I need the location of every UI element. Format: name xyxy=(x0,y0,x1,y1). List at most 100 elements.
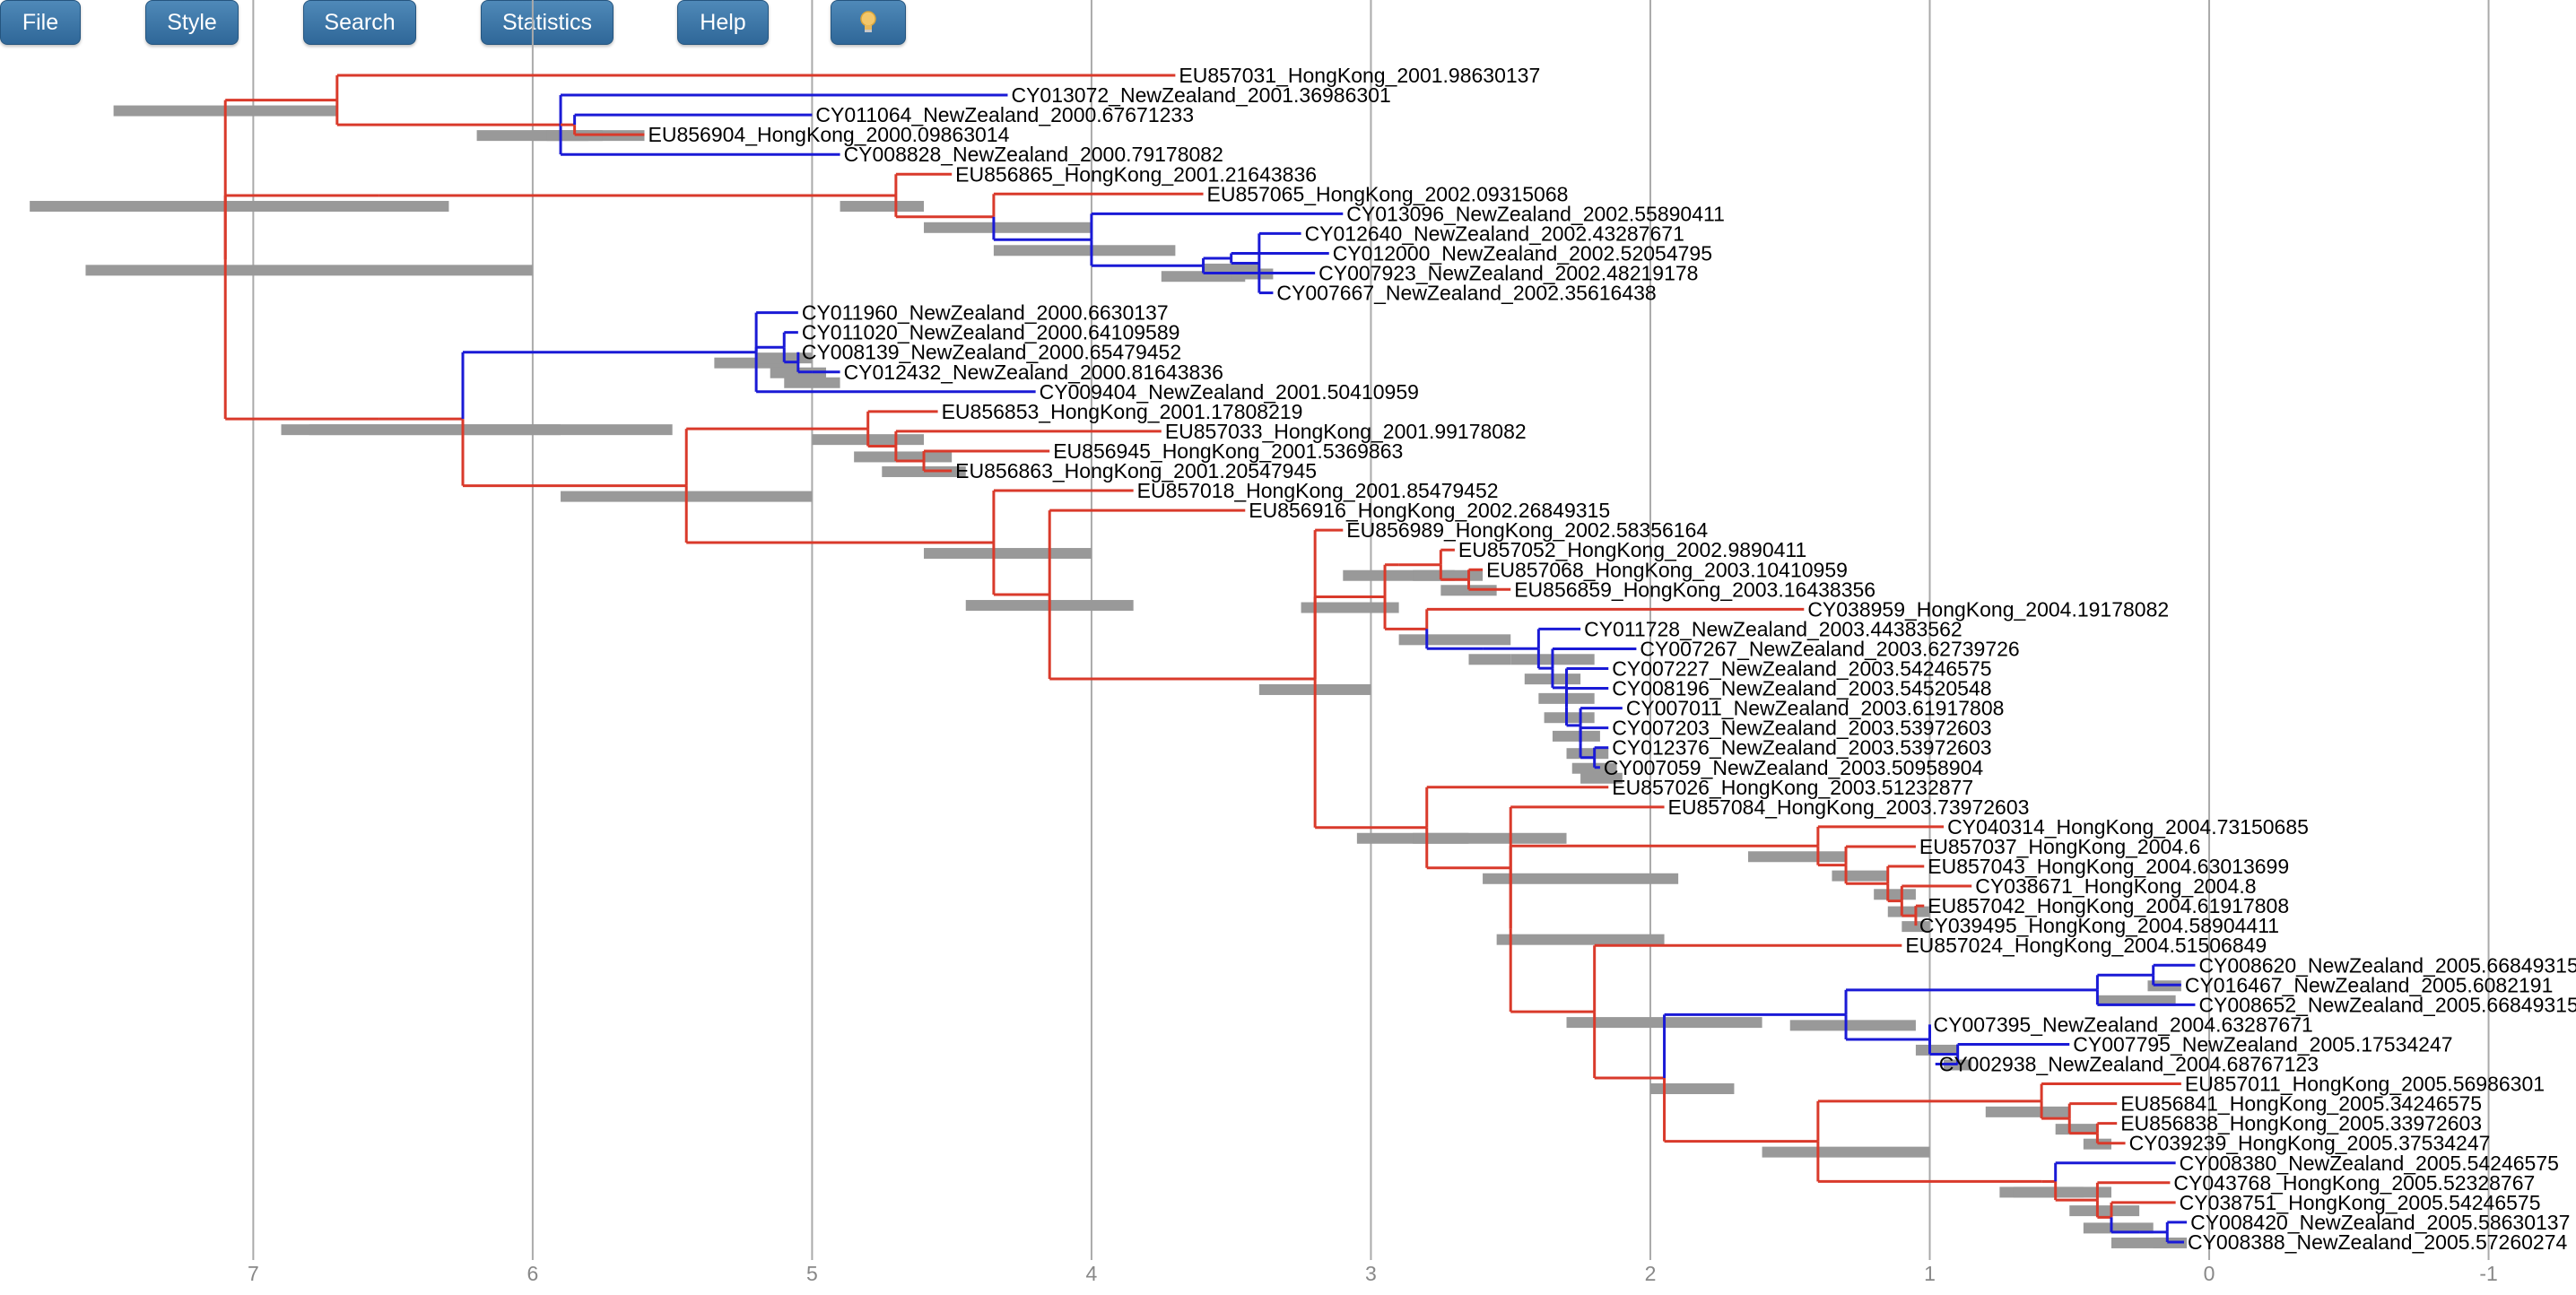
tip-label[interactable]: CY007395_NewZealand_2004.63287671 xyxy=(1934,1013,2313,1036)
tip-label[interactable]: EU857043_HongKong_2004.63013699 xyxy=(1928,855,2289,878)
hpd-bar xyxy=(784,377,840,388)
tip-label[interactable]: CY007059_NewZealand_2003.50958904 xyxy=(1604,756,1984,779)
axis-tick-label: 4 xyxy=(1086,1262,1098,1285)
tip-label[interactable]: CY011020_NewZealand_2000.64109589 xyxy=(802,321,1180,344)
idea-button[interactable] xyxy=(831,0,906,45)
tip-label[interactable]: CY007011_NewZealand_2003.61917808 xyxy=(1626,697,2005,720)
tip-label[interactable]: CY040314_HongKong_2004.73150685 xyxy=(1947,815,2309,839)
tip-label[interactable]: EU856863_HongKong_2001.20547945 xyxy=(955,459,1317,482)
tip-label[interactable]: CY011728_NewZealand_2003.44383562 xyxy=(1584,617,1962,640)
tip-label[interactable]: CY013072_NewZealand_2001.36986301 xyxy=(1011,83,1390,107)
tip-label[interactable]: EU856838_HongKong_2005.33972603 xyxy=(2120,1112,2482,1135)
tip-label[interactable]: CY038751_HongKong_2005.54246575 xyxy=(2180,1191,2541,1214)
tip-label[interactable]: EU856916_HongKong_2002.26849315 xyxy=(1249,499,1610,522)
tip-label[interactable]: CY007227_NewZealand_2003.54246575 xyxy=(1612,657,1991,681)
hpd-bar xyxy=(1789,1020,1916,1031)
tip-label[interactable]: EU857033_HongKong_2001.99178082 xyxy=(1165,420,1527,443)
tip-label[interactable]: CY008139_NewZealand_2000.65479452 xyxy=(802,341,1181,364)
hpd-bar xyxy=(1649,1083,1735,1095)
tip-label[interactable]: EU857018_HongKong_2001.85479452 xyxy=(1137,479,1499,502)
tip-label[interactable]: EU856841_HongKong_2005.34246575 xyxy=(2120,1092,2482,1116)
tip-label[interactable]: CY011960_NewZealand_2000.6630137 xyxy=(802,301,1169,325)
tip-label[interactable]: CY016467_NewZealand_2005.6082191 xyxy=(2185,973,2554,996)
tip-label[interactable]: CY007203_NewZealand_2003.53972603 xyxy=(1612,717,1991,740)
tip-label[interactable]: EU857065_HongKong_2002.09315068 xyxy=(1207,182,1569,205)
tip-label[interactable]: CY002938_NewZealand_2004.68767123 xyxy=(1939,1053,2319,1076)
tip-label[interactable]: EU857037_HongKong_2004.6 xyxy=(1919,835,2200,858)
tip-label[interactable]: EU856904_HongKong_2000.09863014 xyxy=(648,123,1010,146)
hpd-bar xyxy=(1915,1044,1958,1056)
tip-label[interactable]: CY008388_NewZealand_2005.57260274 xyxy=(2188,1230,2568,1254)
hpd-bar xyxy=(309,424,673,436)
tip-label[interactable]: CY038959_HongKong_2004.19178082 xyxy=(1807,597,2169,621)
tip-label[interactable]: EU857011_HongKong_2005.56986301 xyxy=(2185,1073,2545,1096)
hpd-bar xyxy=(1496,934,1665,945)
tip-label[interactable]: EU856945_HongKong_2001.5369863 xyxy=(1053,439,1403,463)
tip-label[interactable]: EU857031_HongKong_2001.98630137 xyxy=(1179,64,1540,87)
tip-label[interactable]: CY039239_HongKong_2005.37534247 xyxy=(2129,1132,2491,1155)
tip-label[interactable]: CY009404_NewZealand_2001.50410959 xyxy=(1040,380,1419,404)
hpd-bar xyxy=(924,222,1092,233)
tip-label[interactable]: CY007667_NewZealand_2002.35616438 xyxy=(1276,282,1656,305)
tip-label[interactable]: CY007923_NewZealand_2002.48219178 xyxy=(1318,262,1698,285)
tip-label[interactable]: CY011064_NewZealand_2000.67671233 xyxy=(815,103,1194,126)
tip-label[interactable]: EU856853_HongKong_2001.17808219 xyxy=(942,400,1303,423)
hpd-bar xyxy=(1483,873,1679,884)
hpd-bar xyxy=(30,201,449,213)
lightbulb-icon xyxy=(860,11,876,32)
hpd-bar xyxy=(1874,889,1916,900)
tip-label[interactable]: EU857042_HongKong_2004.61917808 xyxy=(1928,894,2289,917)
hpd-bar xyxy=(1832,870,1888,882)
tip-label[interactable]: CY008420_NewZealand_2005.58630137 xyxy=(2190,1211,2570,1234)
tip-label[interactable]: CY012000_NewZealand_2002.52054795 xyxy=(1333,241,1712,265)
tree-branches xyxy=(223,74,2196,1244)
hpd-bar xyxy=(1985,1106,2070,1117)
hpd-bar xyxy=(1413,569,1484,581)
tip-label[interactable]: EU857052_HongKong_2002.9890411 xyxy=(1458,538,1806,561)
hpd-bar xyxy=(993,245,1176,256)
hpd-bar xyxy=(770,367,826,378)
hpd-bar xyxy=(1301,602,1399,613)
tip-labels: EU857031_HongKong_2001.98630137CY013072_… xyxy=(648,64,2576,1254)
tip-label[interactable]: CY008620_NewZealand_2005.66849315 xyxy=(2198,953,2576,977)
tip-label[interactable]: CY012376_NewZealand_2003.53972603 xyxy=(1612,736,1991,760)
tip-label[interactable]: CY007795_NewZealand_2005.17534247 xyxy=(2073,1032,2452,1056)
hpd-bar xyxy=(1762,1146,1930,1158)
tip-label[interactable]: CY007267_NewZealand_2003.62739726 xyxy=(1640,637,2019,660)
hpd-bar xyxy=(1544,712,1595,724)
hpd-bar xyxy=(1748,851,1847,863)
hpd-bar xyxy=(1887,906,1930,917)
hpd-bar xyxy=(1440,585,1497,596)
tip-label[interactable]: EU857026_HongKong_2003.51232877 xyxy=(1612,776,1973,799)
tip-label[interactable]: CY012640_NewZealand_2002.43287671 xyxy=(1305,222,1684,245)
axis-tick-label: 7 xyxy=(248,1262,259,1285)
hpd-bar xyxy=(854,451,953,463)
hpd-bar xyxy=(840,201,925,213)
hpd-bar xyxy=(1552,730,1600,742)
tip-label[interactable]: CY013096_NewZealand_2002.55890411 xyxy=(1346,202,1725,225)
tip-label[interactable]: EU857084_HongKong_2003.73972603 xyxy=(1668,795,2030,819)
axis-tick-label: 3 xyxy=(1365,1262,1377,1285)
tip-label[interactable]: EU857068_HongKong_2003.10410959 xyxy=(1486,558,1848,581)
hpd-bar xyxy=(1566,748,1609,760)
hpd-bar xyxy=(2069,1205,2140,1217)
axis-tick-label: -1 xyxy=(2479,1262,2497,1285)
axis-tick-label: 5 xyxy=(806,1262,818,1285)
tip-label[interactable]: CY038671_HongKong_2004.8 xyxy=(1975,874,2256,898)
tip-label[interactable]: CY008828_NewZealand_2000.79178082 xyxy=(844,143,1223,166)
tip-label[interactable]: CY012432_NewZealand_2000.81643836 xyxy=(844,361,1223,384)
axis-tick-label: 6 xyxy=(527,1262,538,1285)
tip-label[interactable]: EU857024_HongKong_2004.51506849 xyxy=(1905,934,2267,957)
tip-label[interactable]: CY008652_NewZealand_2005.66849315 xyxy=(2198,993,2576,1016)
tip-label[interactable]: EU856859_HongKong_2003.16438356 xyxy=(1514,578,1875,601)
tip-label[interactable]: EU856865_HongKong_2001.21643836 xyxy=(955,162,1317,186)
hpd-bar xyxy=(2055,1124,2098,1135)
tip-label[interactable]: CY008196_NewZealand_2003.54520548 xyxy=(1612,677,1991,700)
tip-label[interactable]: CY039495_HongKong_2004.58904411 xyxy=(1919,914,2279,937)
tip-label[interactable]: CY043768_HongKong_2005.52328767 xyxy=(2173,1171,2535,1195)
hpd-bar xyxy=(2013,1186,2111,1198)
tip-label[interactable]: EU856989_HongKong_2002.58356164 xyxy=(1346,518,1708,542)
tip-label[interactable]: CY008380_NewZealand_2005.54246575 xyxy=(2180,1152,2559,1175)
